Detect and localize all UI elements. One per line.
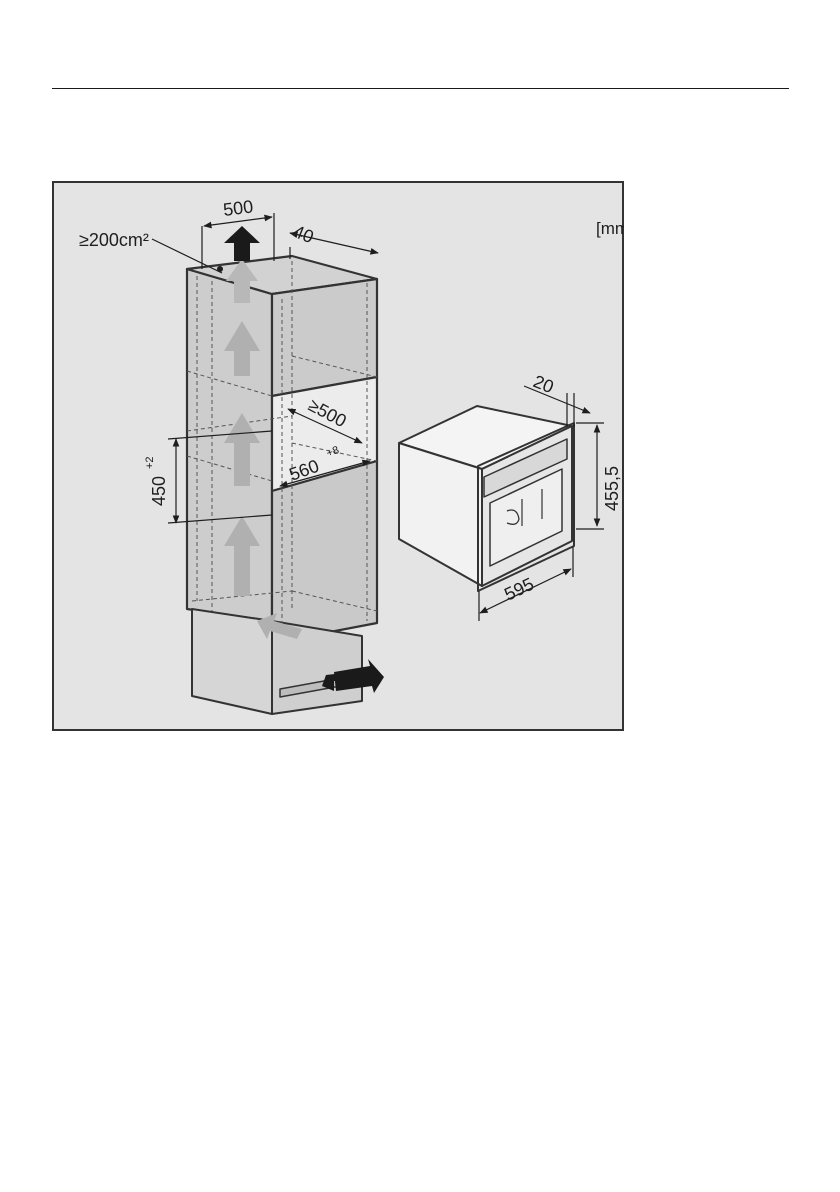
appliance-height-label: 455,5 (602, 466, 622, 511)
vent-area-label: ≥200cm² (79, 230, 149, 250)
leader-dot (217, 266, 223, 272)
cabinet-width-label: 500 (222, 196, 254, 220)
niche-height-tolerance: +2 (144, 456, 156, 469)
unit-label: [mm] (596, 219, 624, 238)
header-rule (52, 88, 789, 89)
niche-height-label: 450 (149, 476, 169, 506)
installation-drawing: [mm] ≥200cm² 500 40 ≥500 560 +8 450 +2 2… (52, 181, 624, 731)
installation-diagram: [mm] ≥200cm² 500 40 ≥500 560 +8 450 +2 2… (52, 181, 624, 731)
